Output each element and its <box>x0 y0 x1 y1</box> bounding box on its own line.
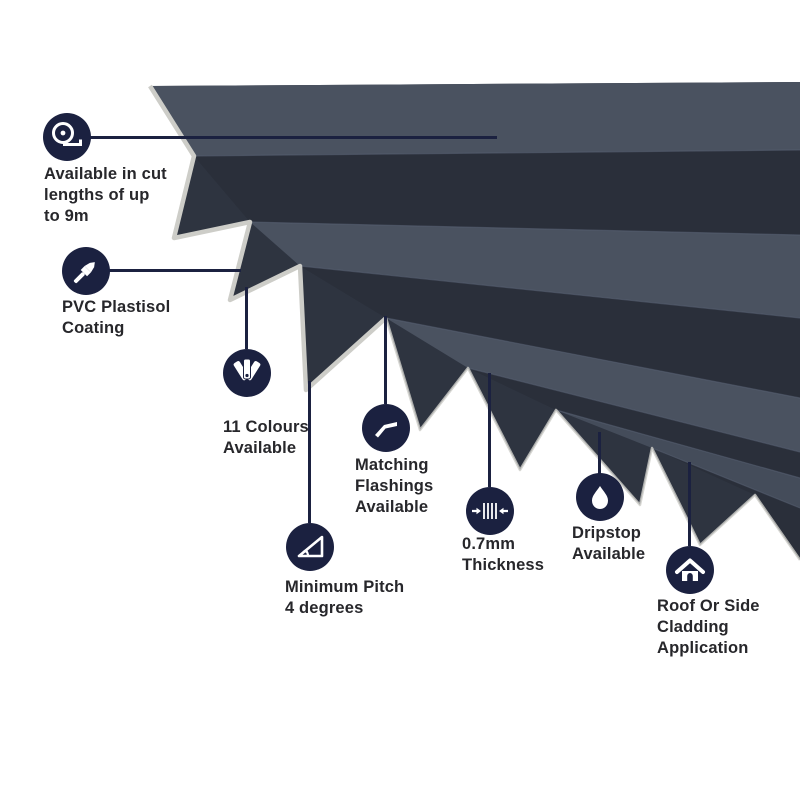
callout-label: Roof Or Side Cladding Application <box>657 596 760 659</box>
connector-line <box>245 287 248 349</box>
label-line: 0.7mm <box>462 535 516 553</box>
label-line: Dripstop <box>572 524 642 542</box>
label-line: lengths of up <box>44 186 150 204</box>
label-line: Application <box>657 639 749 657</box>
label-line: 11 Colours <box>223 418 309 436</box>
connector-line <box>598 432 601 474</box>
label-line: Available <box>572 545 646 563</box>
connector-line <box>384 316 387 404</box>
callout-label: PVC Plastisol Coating <box>62 297 170 339</box>
label-line: Available in cut <box>44 165 167 183</box>
tape-measure-icon <box>43 113 91 161</box>
callout-label: 0.7mm Thickness <box>462 534 544 576</box>
water-drop-icon <box>576 473 624 521</box>
label-line: Minimum Pitch <box>285 578 405 596</box>
label-line: to 9m <box>44 207 89 225</box>
label-line: Roof Or Side <box>657 597 760 615</box>
callout-label: Dripstop Available <box>572 523 645 565</box>
label-line: Available <box>355 498 429 516</box>
callout-label: Available in cut lengths of up to 9m <box>44 164 167 227</box>
label-line: Coating <box>62 319 125 337</box>
pitch-angle-icon <box>286 523 334 571</box>
connector-line <box>86 269 241 272</box>
paintbrush-icon <box>62 247 110 295</box>
label-line: PVC Plastisol <box>62 298 171 316</box>
flashing-sheet-icon <box>362 404 410 452</box>
label-line: Matching <box>355 456 429 474</box>
label-line: Flashings <box>355 477 434 495</box>
callout-label: Minimum Pitch 4 degrees <box>285 577 404 619</box>
callout-label: Matching Flashings Available <box>355 455 433 518</box>
connector-line <box>688 462 691 546</box>
colour-swatch-fan-icon <box>223 349 271 397</box>
house-icon <box>666 546 714 594</box>
label-line: Thickness <box>462 556 545 574</box>
connector-line <box>488 373 491 487</box>
label-line: 4 degrees <box>285 599 364 617</box>
connector-line <box>67 136 497 139</box>
label-line: Cladding <box>657 618 729 636</box>
thickness-gauge-icon <box>466 487 514 535</box>
connector-line <box>308 381 311 523</box>
label-line: Available <box>223 439 297 457</box>
callout-label: 11 Colours Available <box>223 417 309 459</box>
